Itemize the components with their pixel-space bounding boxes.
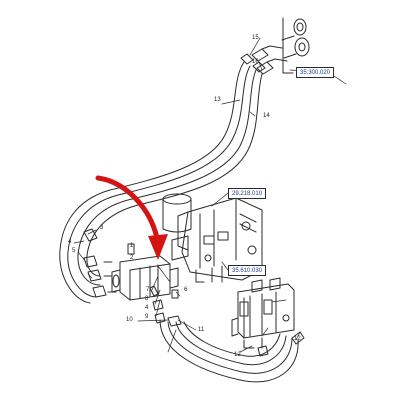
hose-11 <box>159 319 305 383</box>
callout-13: 13 <box>214 97 221 103</box>
fitting-group-left <box>83 228 117 298</box>
callout-16: 16 <box>252 59 259 65</box>
gear-pump <box>111 243 179 301</box>
callout-12-left: 12 <box>234 352 241 358</box>
valve-bank <box>231 277 295 349</box>
callout-1: 1 <box>130 243 134 249</box>
callout-8: 8 <box>145 296 149 302</box>
callout-12-right: 12 <box>294 336 301 342</box>
hose-13-14 <box>59 53 266 304</box>
fitting-group-top <box>251 17 310 75</box>
leader-lines <box>73 37 347 353</box>
callout-9: 9 <box>145 314 149 320</box>
callout-3: 3 <box>100 225 104 231</box>
callout-15: 15 <box>252 35 259 41</box>
reference-35-300-020[interactable]: 35.300.020 <box>296 67 335 78</box>
callout-11: 11 <box>198 327 205 333</box>
callout-10: 10 <box>126 317 133 323</box>
callout-4-upper: 4 <box>68 239 72 245</box>
callout-6: 6 <box>184 287 188 293</box>
reference-29-218-010[interactable]: 29.218.010 <box>228 188 267 199</box>
callout-5-upper: 5 <box>72 248 76 254</box>
highlight-arrow <box>95 175 168 260</box>
callout-7: 7 <box>146 287 150 293</box>
callout-14: 14 <box>263 113 270 119</box>
reference-35-610-030[interactable]: 35.610.030 <box>228 265 267 276</box>
callout-2: 2 <box>130 255 134 261</box>
callout-4-lower: 4 <box>145 305 149 311</box>
